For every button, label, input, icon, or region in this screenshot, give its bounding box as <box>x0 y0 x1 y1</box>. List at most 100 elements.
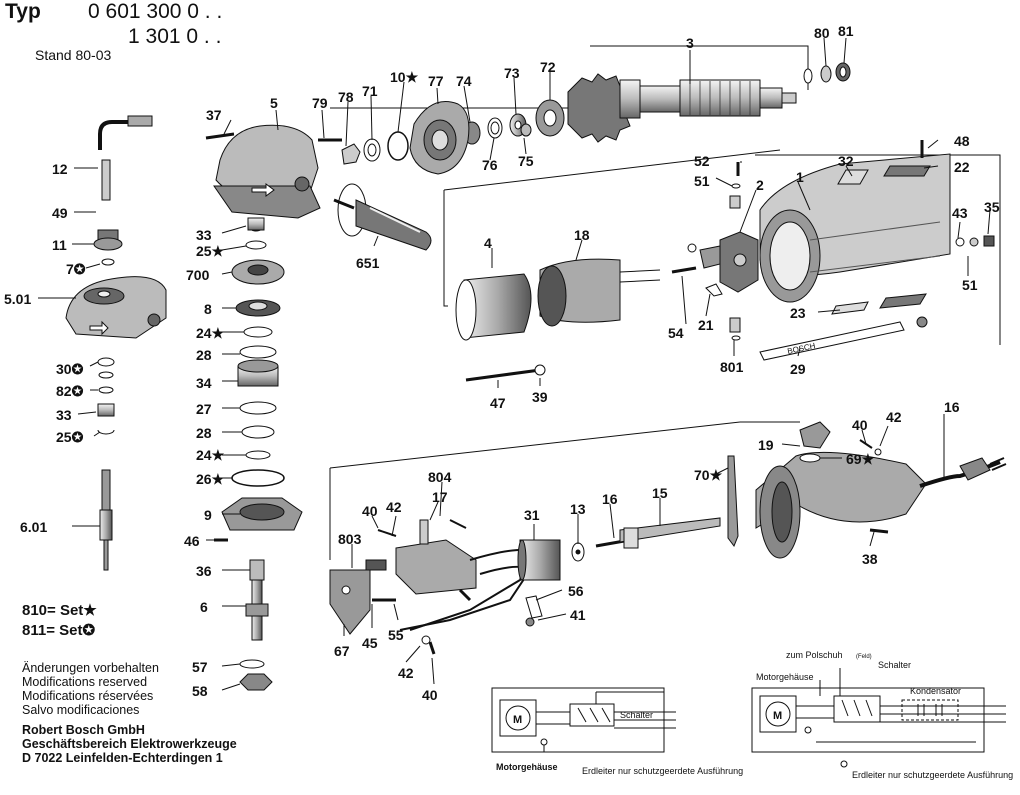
part-label-17: 17 <box>432 489 448 505</box>
part-label-43: 43 <box>952 205 968 221</box>
part-label-23: 23 <box>790 305 806 321</box>
set-text: = Set✪ <box>46 622 96 639</box>
wiring-right-capacitor: Kondensator <box>910 686 961 696</box>
note-line: Modifications reserved <box>22 675 148 689</box>
wiring-left-earth: Erdleiter nur schutzgeerdete Ausführung <box>582 766 743 776</box>
part-label-7: 7✪ <box>66 261 86 277</box>
part-label-19: 19 <box>758 437 774 453</box>
part-label-81: 81 <box>838 23 854 39</box>
type-number-line2: 1 301 0 . . <box>128 25 222 48</box>
note-line: Änderungen vorbehalten <box>22 661 159 675</box>
part-label-51a: 51 <box>694 173 710 189</box>
part-label-82: 82✪ <box>56 383 84 399</box>
wiring-left-switch: Schalter <box>620 710 653 720</box>
part-label-39: 39 <box>532 389 548 405</box>
part-label-37: 37 <box>206 107 222 123</box>
brush-holder-parts <box>671 162 759 341</box>
part-label-651: 651 <box>356 255 380 271</box>
company-name: Robert Bosch GmbH <box>22 723 145 737</box>
part-label-12: 12 <box>52 161 68 177</box>
part-label-45: 45 <box>362 635 378 651</box>
wiring-right-switch: Schalter <box>878 660 911 670</box>
part-label-13: 13 <box>570 501 586 517</box>
company-address: D 7022 Leinfelden-Echterdingen 1 <box>22 751 223 765</box>
part-label-8: 8 <box>204 301 212 317</box>
part-label-41: 41 <box>570 607 586 623</box>
part-label-40a: 40 <box>852 417 868 433</box>
part-label-40b: 40 <box>362 503 378 519</box>
part-label-16a: 16 <box>944 399 960 415</box>
wiring-left-motor: Motorgehäuse <box>496 762 558 772</box>
left-column-parts <box>65 115 167 571</box>
part-label-25b: 25✪ <box>56 429 84 445</box>
wiring-right-pole-shoe-sub: (Feld) <box>856 654 872 660</box>
part-label-77: 77 <box>428 73 444 89</box>
wiring-diagram-right <box>751 668 1006 768</box>
part-label-48: 48 <box>954 133 970 149</box>
part-label-30: 30✪ <box>56 361 84 377</box>
part-label-16b: 16 <box>602 491 618 507</box>
part-label-31: 31 <box>524 507 540 523</box>
part-label-804: 804 <box>428 469 452 485</box>
note-line: Modifications réservées <box>22 689 154 703</box>
part-label-52: 52 <box>694 153 710 169</box>
part-label-1: 1 <box>796 169 804 185</box>
part-label-40c: 40 <box>422 687 438 703</box>
wiring-right-earth: Erdleiter nur schutzgeerdete Ausführung <box>852 770 1013 780</box>
part-label-71: 71 <box>362 83 378 99</box>
part-label-5-01: 5.01 <box>4 291 31 307</box>
part-label-6: 6 <box>200 599 208 615</box>
side-handle-651 <box>333 183 432 251</box>
part-label-32: 32 <box>838 153 854 169</box>
part-label-76: 76 <box>482 157 498 173</box>
part-label-35: 35 <box>984 199 1000 215</box>
part-label-69: 69★ <box>846 451 875 467</box>
part-label-67: 67 <box>334 643 350 659</box>
part-label-51b: 51 <box>962 277 978 293</box>
part-label-28a: 28 <box>196 347 212 363</box>
set-text: = Set★ <box>47 602 97 619</box>
part-label-46: 46 <box>184 533 200 549</box>
part-label-72: 72 <box>540 59 556 75</box>
wiring-right-pole-shoe: zum Polschuh <box>786 650 843 660</box>
part-label-22: 22 <box>954 159 970 175</box>
armature <box>567 62 851 143</box>
part-label-58: 58 <box>192 683 208 699</box>
motor-symbol-left: M <box>513 714 522 726</box>
set-code: 810 <box>22 602 48 619</box>
part-label-36: 36 <box>196 563 212 579</box>
gear-stack <box>214 217 303 691</box>
part-label-34: 34 <box>196 375 212 391</box>
bosch-strip-text: BOSCH <box>787 341 817 356</box>
part-label-73: 73 <box>504 65 520 81</box>
part-label-21: 21 <box>698 317 714 333</box>
part-label-80: 80 <box>814 25 830 41</box>
part-label-24b: 24★ <box>196 447 225 463</box>
part-label-42b: 42 <box>386 499 402 515</box>
set-code: 811 <box>22 622 47 639</box>
part-label-42c: 42 <box>398 665 414 681</box>
part-label-26: 26★ <box>196 471 225 487</box>
part-label-3: 3 <box>686 35 694 51</box>
note-line: Salvo modificaciones <box>22 703 140 717</box>
part-label-27: 27 <box>196 401 212 417</box>
company-division: Geschäftsbereich Elektrowerkzeuge <box>22 737 237 751</box>
leader-lines <box>38 37 991 691</box>
part-label-42a: 42 <box>886 409 902 425</box>
wiring-right-motor: Motorgehäuse <box>756 672 814 682</box>
motor-housing-parts <box>455 140 995 382</box>
part-label-10: 10★ <box>390 69 419 85</box>
part-label-56: 56 <box>568 583 584 599</box>
part-label-24a: 24★ <box>196 325 225 341</box>
part-label-49: 49 <box>52 205 68 221</box>
type-number-line1: 0 601 300 0 . . <box>88 0 223 23</box>
part-label-47: 47 <box>490 395 506 411</box>
gear-housing-5 <box>205 124 321 219</box>
set-legend-811: 811= Set✪ <box>22 621 95 639</box>
part-label-6-01: 6.01 <box>20 519 47 535</box>
part-label-2: 2 <box>756 177 764 193</box>
wiring-diagram-left <box>491 687 676 753</box>
part-label-700: 700 <box>186 267 210 283</box>
